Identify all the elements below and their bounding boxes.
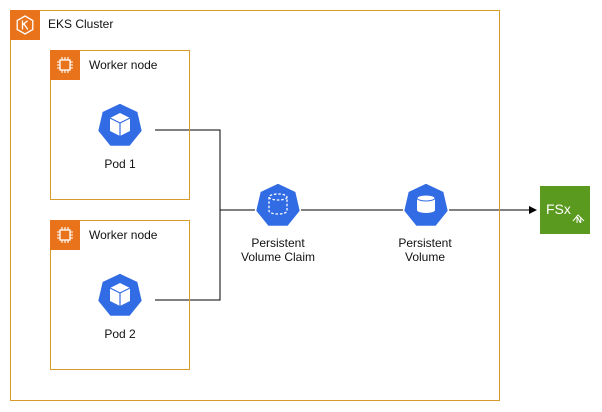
cluster-label: EKS Cluster bbox=[48, 17, 114, 31]
eks-cluster-group bbox=[10, 10, 500, 401]
worker-node-label-2: Worker node bbox=[89, 228, 158, 242]
pv-label-line2: Volume bbox=[404, 250, 446, 264]
worker-node-group-1 bbox=[50, 50, 190, 200]
pv-label-line1: Persistent bbox=[398, 236, 452, 250]
fsx-netapp-badge: N bbox=[576, 216, 582, 225]
kubernetes-pod-icon bbox=[96, 102, 144, 148]
kubernetes-pv-icon bbox=[402, 182, 450, 228]
eks-icon bbox=[10, 10, 40, 40]
kubernetes-pod-icon bbox=[96, 272, 144, 318]
pod-label-1: Pod 1 bbox=[104, 157, 136, 171]
pvc-label-line2: Volume Claim bbox=[240, 250, 316, 264]
ec2-instance-icon bbox=[50, 220, 80, 250]
pvc-label-line1: Persistent bbox=[251, 236, 305, 250]
worker-node-group-2 bbox=[50, 220, 190, 370]
worker-node-label-1: Worker node bbox=[89, 58, 158, 72]
ec2-instance-icon bbox=[50, 50, 80, 80]
pv-label: Persistent Volume bbox=[380, 236, 470, 264]
connector-pod2-to-pvc bbox=[155, 209, 255, 301]
kubernetes-pvc-icon bbox=[254, 182, 302, 228]
pod-label-2: Pod 2 bbox=[104, 327, 136, 341]
fsx-text: FSx bbox=[546, 201, 571, 217]
pvc-label: Persistent Volume Claim bbox=[233, 236, 323, 264]
amazon-fsx-netapp-ontap-icon: FSx N bbox=[540, 186, 590, 234]
